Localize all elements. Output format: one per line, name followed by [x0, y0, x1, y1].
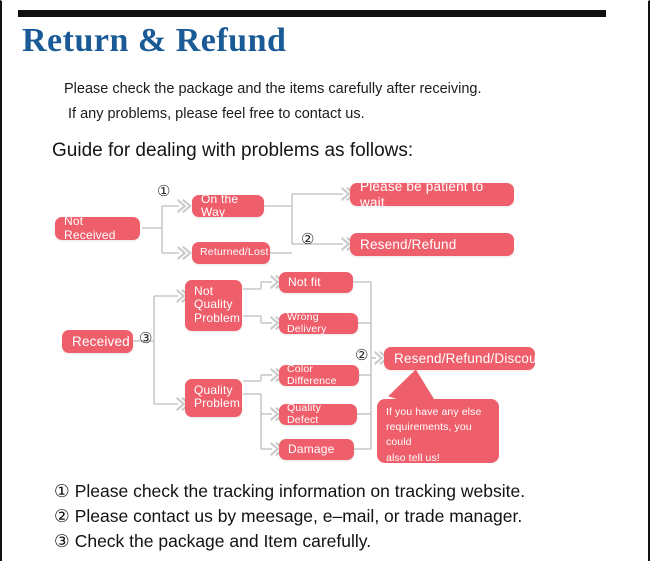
node-damage[interactable]: Damage [279, 439, 354, 460]
node-label: Not Received [64, 214, 116, 242]
node-label: Resend/Refund/Discount [394, 350, 549, 366]
marker-two-discount: ② [355, 347, 369, 364]
node-returned-lost[interactable]: Returned/Lost [192, 242, 270, 264]
node-resend-refund-discount[interactable]: Resend/Refund/Discount [384, 347, 548, 370]
marker-three-received: ③ [139, 330, 153, 347]
node-label-line-3: Problem [194, 310, 241, 325]
node-not-quality-problem[interactable]: Not Quality Problem [185, 280, 242, 331]
node-received[interactable]: Received [62, 330, 133, 353]
node-quality-defect[interactable]: Quality Defect [279, 401, 357, 426]
guide-heading: Guide for dealing with problems as follo… [52, 140, 414, 161]
marker-one-top: ① [157, 183, 171, 200]
note-text: Please check the tracking information on… [74, 481, 526, 501]
node-wrong-delivery[interactable]: Wrong Delivery [279, 310, 358, 335]
node-label: Wrong Delivery [287, 310, 327, 335]
node-please-be-patient[interactable]: Please be patient to wait [350, 179, 514, 210]
marker-two-middle: ② [301, 231, 315, 248]
intro-line-1: Please check the package and the items c… [64, 81, 482, 97]
node-label-line-2: Problem [194, 396, 241, 411]
top-rule [18, 10, 606, 17]
node-not-fit[interactable]: Not fit [279, 272, 353, 293]
callout-line-3: also tell us! [386, 451, 440, 464]
node-label: Quality Defect [287, 401, 322, 426]
node-color-difference[interactable]: Color Difference [279, 362, 359, 387]
page-title: Return & Refund [22, 22, 287, 59]
node-label-line-1: Not [194, 284, 214, 298]
note-text: Please contact us by meesage, e–mail, or… [74, 506, 523, 526]
node-label: Returned/Lost [200, 246, 269, 259]
note-marker: ② [54, 506, 70, 526]
node-label-line-2: Quality [194, 297, 233, 312]
problem-flowchart: Not Received ① On the Way Returned/Lost … [2, 176, 650, 471]
note-text: Check the package and Item carefully. [74, 531, 372, 551]
node-quality-problem[interactable]: Quality Problem [185, 379, 242, 417]
node-label-line-1: Quality [194, 383, 233, 397]
callout-bubble: If you have any else requirements, you c… [377, 399, 499, 464]
node-label: Resend/Refund [360, 236, 457, 252]
node-label: Damage [288, 441, 335, 456]
node-label: Not fit [288, 274, 321, 289]
note-marker: ① [54, 481, 70, 501]
flowchart-connectors [132, 176, 650, 471]
callout-line-1: If you have any else [386, 406, 482, 418]
node-label: Color Difference [287, 362, 337, 387]
node-not-received[interactable]: Not Received [55, 214, 140, 242]
node-label: Please be patient to wait [360, 179, 484, 210]
node-label: On the Way [201, 191, 239, 219]
node-label: Received [72, 333, 130, 349]
node-resend-refund[interactable]: Resend/Refund [350, 233, 514, 256]
node-on-the-way[interactable]: On the Way [192, 191, 264, 219]
callout-line-2: requirements, you could [386, 421, 472, 449]
intro-line-2: If any problems, please feel free to con… [68, 106, 365, 122]
note-marker: ③ [54, 531, 70, 551]
